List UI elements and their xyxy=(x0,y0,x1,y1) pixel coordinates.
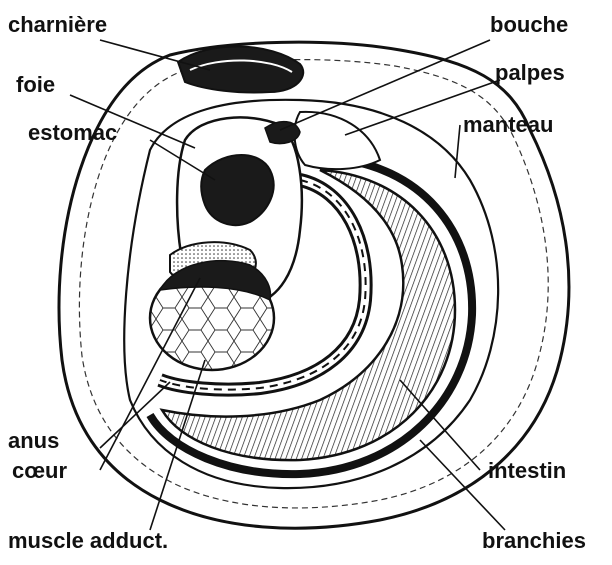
label-bouche: bouche xyxy=(490,12,568,37)
label-palpes: palpes xyxy=(495,60,565,85)
label-branchies: branchies xyxy=(482,528,586,553)
label-intestin: intestin xyxy=(488,458,566,483)
label-anus: anus xyxy=(8,428,59,453)
label-charniere: charnière xyxy=(8,12,107,37)
mouth xyxy=(265,122,300,144)
hinge xyxy=(178,46,303,92)
label-manteau: manteau xyxy=(463,112,553,137)
label-coeur: cœur xyxy=(12,458,67,483)
label-muscle-adduct: muscle adduct. xyxy=(8,528,168,553)
label-foie: foie xyxy=(16,72,55,97)
palps xyxy=(295,112,380,169)
label-estomac: estomac xyxy=(28,120,117,145)
